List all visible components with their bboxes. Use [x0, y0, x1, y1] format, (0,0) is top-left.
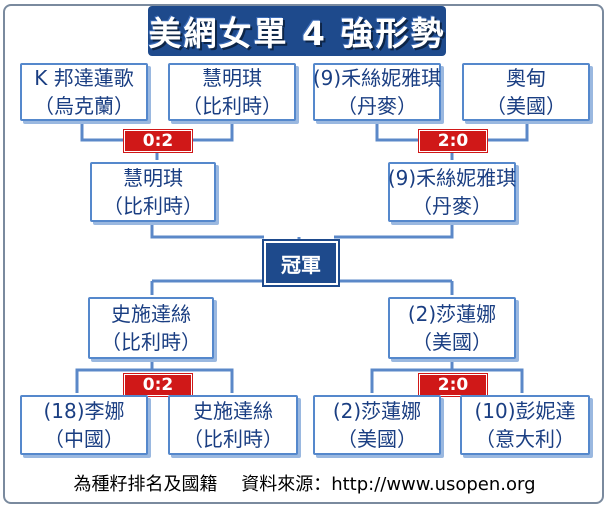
- source-footnote: 為種籽排名及國籍 資料來源：http://www.usopen.org: [73, 474, 536, 495]
- winner-box-semi4: (2)莎蓮娜 （美國）: [388, 297, 516, 359]
- player-box-semi3-p2: 史施達絲 （比利時）: [168, 395, 298, 455]
- winner-box-semi2: (9)禾絲妮雅琪 （丹麥）: [388, 162, 516, 222]
- player-country: （比利時）: [183, 427, 283, 451]
- score-badge: 2:0: [419, 374, 487, 396]
- champion-label: 冠軍: [281, 252, 321, 277]
- player-country: （丹麥）: [412, 194, 492, 218]
- score-badge: 0:2: [124, 374, 192, 396]
- player-box-semi2-p1: (9)禾絲妮雅琪 （丹麥）: [313, 63, 441, 121]
- player-name: K 邦達蓮歌: [34, 66, 134, 90]
- player-country: （比利時）: [101, 330, 201, 354]
- player-name: (10)彭妮達: [474, 399, 576, 423]
- player-box-semi2-p2: 奧甸 （美國）: [462, 63, 590, 121]
- player-country: （美國）: [337, 427, 417, 451]
- player-name: 慧明琪: [123, 166, 183, 190]
- player-country: （丹麥）: [337, 94, 417, 118]
- page-title: 美網女單 4 強形勢: [148, 14, 446, 53]
- score-badge: 0:2: [124, 130, 192, 152]
- player-name: 奧甸: [506, 66, 546, 90]
- player-box-semi4-p1: (2)莎蓮娜 （美國）: [313, 395, 441, 455]
- player-country: （美國）: [486, 94, 566, 118]
- player-name: (2)莎蓮娜: [332, 399, 422, 423]
- player-name: (2)莎蓮娜: [407, 302, 497, 326]
- player-name: 史施達絲: [111, 302, 191, 326]
- player-country: （中國）: [44, 427, 124, 451]
- player-country: （比利時）: [103, 194, 203, 218]
- winner-box-semi3: 史施達絲 （比利時）: [88, 297, 214, 359]
- player-box-semi1-p2: 慧明琪 （比利時）: [168, 63, 296, 121]
- player-box-semi1-p1: K 邦達蓮歌 （烏克蘭）: [20, 63, 148, 121]
- player-box-semi4-p2: (10)彭妮達 （意大利）: [460, 395, 590, 455]
- player-country: （烏克蘭）: [34, 94, 134, 118]
- player-name: 史施達絲: [193, 399, 273, 423]
- player-box-semi3-p1: (18)李娜 （中國）: [20, 395, 148, 455]
- player-country: （意大利）: [475, 427, 575, 451]
- player-name: 慧明琪: [202, 66, 262, 90]
- player-name: (9)禾絲妮雅琪: [387, 166, 517, 190]
- score-badge: 2:0: [419, 130, 487, 152]
- player-country: （比利時）: [182, 94, 282, 118]
- winner-box-semi1: 慧明琪 （比利時）: [90, 162, 216, 222]
- player-country: （美國）: [412, 330, 492, 354]
- player-name: (18)李娜: [43, 399, 125, 423]
- champion-label-box: 冠軍: [264, 241, 338, 285]
- player-name: (9)禾絲妮雅琪: [312, 66, 442, 90]
- title-banner: 美網女單 4 強形勢: [148, 6, 446, 56]
